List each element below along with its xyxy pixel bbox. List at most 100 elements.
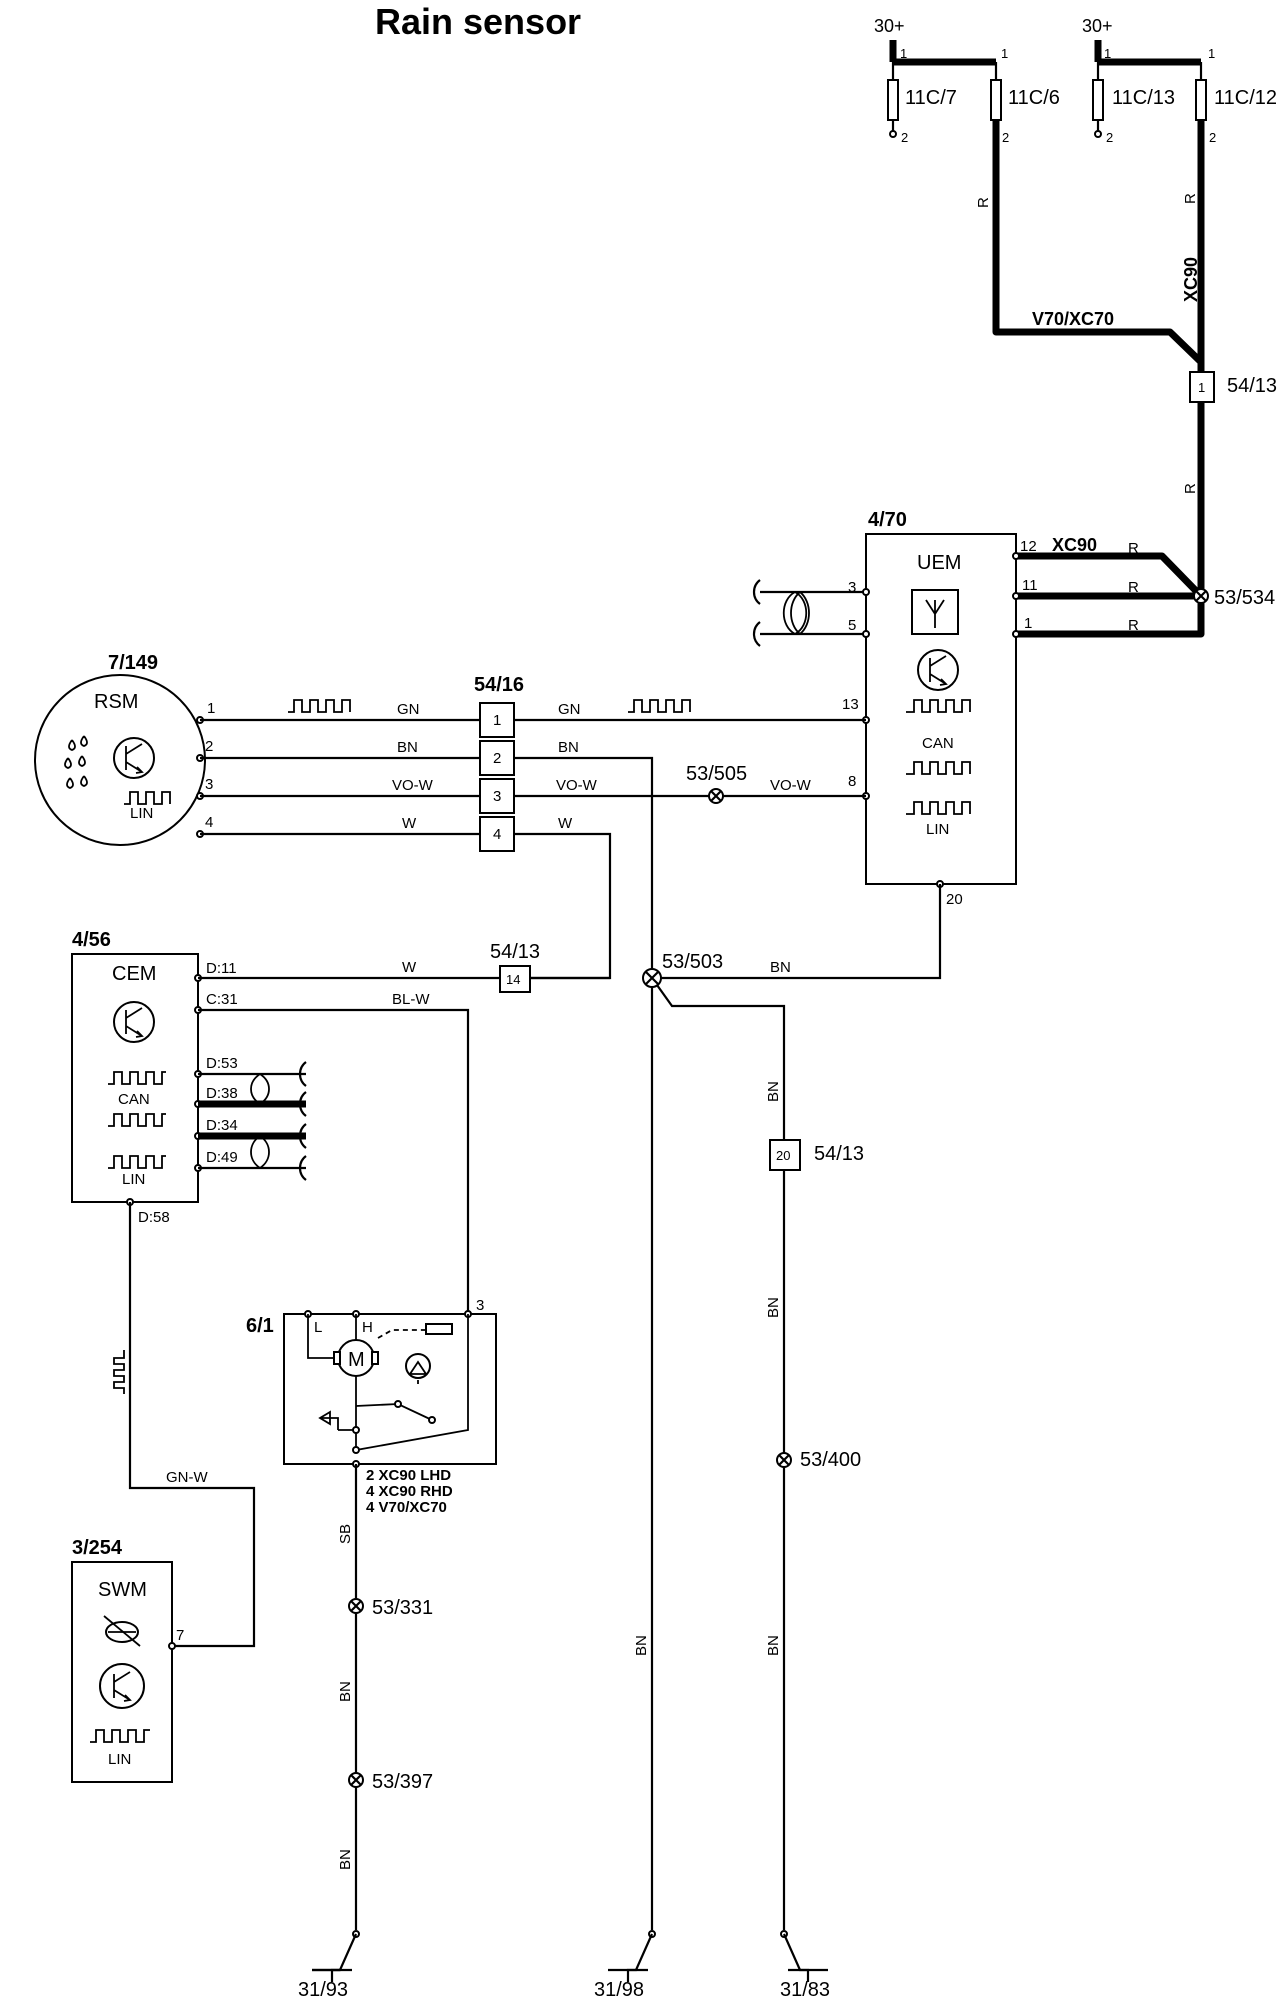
connector-54-16: 54/16 1 2 3 4 bbox=[474, 674, 524, 852]
steering-wheel-icon bbox=[103, 1615, 141, 1647]
fuse-11c13 bbox=[1092, 79, 1104, 121]
uem-transistor-icon bbox=[917, 649, 959, 691]
ground-31-98: 31/98 bbox=[594, 1930, 656, 2000]
wire-xc90-label-vert: XC90 bbox=[1181, 257, 1201, 302]
wire-vow-right: VO-W bbox=[556, 777, 598, 794]
wire-sb: SB bbox=[337, 1524, 354, 1544]
motor-ground-wire: SB BN BN bbox=[337, 1464, 358, 1930]
cem-signal-wave-3 bbox=[108, 1155, 166, 1169]
rsm-pin-2: 2 bbox=[205, 738, 213, 755]
motor-ref: 6/1 bbox=[246, 1315, 274, 1337]
swm-lin-label: LIN bbox=[108, 1751, 131, 1768]
wire-gnw: GN-W bbox=[166, 1469, 208, 1486]
uem-can-label: CAN bbox=[922, 735, 954, 752]
connector-54-13-top-pin: 1 bbox=[1198, 380, 1205, 395]
cem-pin-d58: D:58 bbox=[138, 1209, 170, 1226]
cem-swm-wire: GN-W bbox=[113, 1202, 256, 1648]
svg-text:M: M bbox=[348, 1349, 365, 1371]
cem-pin-d53: D:53 bbox=[206, 1055, 238, 1072]
module-rsm: 7/149 RSM LIN 1 2 3 4 bbox=[34, 652, 215, 846]
uem-signal-wave-1 bbox=[906, 699, 971, 713]
uem-wire-r-1: R bbox=[1128, 540, 1139, 557]
motor-symbol: M bbox=[333, 1339, 379, 1377]
module-swm: 3/254 SWM LIN 7 bbox=[71, 1537, 184, 1783]
cem-name: CEM bbox=[112, 963, 156, 985]
wire-bn-motor-b: BN bbox=[337, 1849, 354, 1870]
swm-name: SWM bbox=[98, 1579, 147, 1601]
uem-pin-12: 12 bbox=[1020, 538, 1037, 555]
connector-54-16-ref: 54/16 bbox=[474, 674, 524, 696]
connector-54-13-bot-pin: 20 bbox=[776, 1148, 790, 1163]
fuse-11c6-label: 11C/6 bbox=[1008, 87, 1060, 109]
fuse-11c13-label: 11C/13 bbox=[1112, 87, 1175, 109]
cem-pin-c31: C:31 bbox=[206, 991, 238, 1008]
motor-variant-1: 2 XC90 LHD bbox=[366, 1467, 451, 1484]
splice-53-505: 53/505 bbox=[686, 763, 747, 804]
cem-lin-label: LIN bbox=[122, 1171, 145, 1188]
swm-pin-7: 7 bbox=[176, 1627, 184, 1644]
uem-pin-5: 5 bbox=[848, 617, 856, 634]
ground-31-93: 31/93 bbox=[298, 1930, 360, 2000]
rsm-bus-wires: GN BN VO-W W bbox=[200, 699, 480, 836]
splice-53-505-label: 53/505 bbox=[686, 763, 747, 785]
uem-bus-wires: GN BN VO-W VO-W W bbox=[514, 699, 866, 1930]
swm-signal-wave bbox=[90, 1729, 150, 1743]
uem-pin-20: 20 bbox=[946, 891, 963, 908]
splice-53-331: 53/331 bbox=[348, 1597, 433, 1619]
connector-54-13-bot: 20 54/13 BN BN BN bbox=[765, 1081, 864, 1656]
motor-pin-l: L bbox=[314, 1319, 322, 1336]
fuse-11c7-label: 11C/7 bbox=[905, 87, 957, 109]
rsm-pin-3: 3 bbox=[205, 776, 213, 793]
wire-w-cem: W bbox=[402, 959, 417, 976]
connector-54-16-pin-1: 1 bbox=[493, 712, 501, 729]
uem-wire-xc90: XC90 bbox=[1052, 535, 1097, 555]
splice-53-331-label: 53/331 bbox=[372, 1597, 433, 1619]
lin-signal-wave-left bbox=[288, 699, 351, 713]
cem-signal-wave-1 bbox=[108, 1071, 166, 1085]
splice-53-503: 53/503 bbox=[642, 951, 723, 988]
ground-31-93-label: 31/93 bbox=[298, 1979, 348, 2000]
connector-54-13-top: 1 54/13 bbox=[1189, 371, 1277, 403]
wire-gn-right: GN bbox=[558, 701, 581, 718]
uem-pin-3: 3 bbox=[848, 579, 856, 596]
cem-transistor-icon bbox=[113, 1001, 155, 1043]
rsm-transistor-icon bbox=[113, 737, 155, 779]
wire-bn-gnd3-b: BN bbox=[765, 1297, 782, 1318]
cem-signal-wave-2 bbox=[108, 1113, 166, 1127]
wiper-cam-icon bbox=[405, 1353, 431, 1384]
motor-variant-3: 4 V70/XC70 bbox=[366, 1499, 447, 1516]
wire-gn-left: GN bbox=[397, 701, 420, 718]
fuse-11c6 bbox=[990, 79, 1002, 121]
uem-pin-8: 8 bbox=[848, 773, 856, 790]
cem-ref: 4/56 bbox=[72, 929, 111, 951]
swm-ref: 3/254 bbox=[72, 1537, 123, 1559]
connector-54-16-pin-4: 4 bbox=[493, 826, 501, 843]
fuse-11c7-pin2: 2 bbox=[901, 130, 908, 145]
rsm-signal-wave bbox=[124, 791, 171, 805]
splice-53-534: 53/534 bbox=[1193, 587, 1275, 609]
fuse-11c12-pin1: 1 bbox=[1208, 46, 1215, 61]
rsm-lin-label: LIN bbox=[130, 805, 153, 822]
uem-signal-wave-3 bbox=[906, 801, 971, 815]
uem-wire-r-2: R bbox=[1128, 579, 1139, 596]
wire-bn-gnd3-a: BN bbox=[765, 1081, 782, 1102]
cem-pin-d11: D:11 bbox=[206, 960, 237, 977]
swm-transistor-icon bbox=[99, 1663, 145, 1709]
fuse-11c12 bbox=[1195, 79, 1207, 121]
rsm-ref: 7/149 bbox=[108, 652, 158, 674]
fuse-11c12-pin2: 2 bbox=[1209, 130, 1216, 145]
uem-name: UEM bbox=[917, 552, 961, 574]
connector-54-13-mid-pin: 14 bbox=[506, 972, 520, 987]
ground-31-83: 31/83 bbox=[780, 1930, 830, 2000]
lin-signal-wave-right bbox=[628, 699, 691, 713]
uem-wire-r-3: R bbox=[1128, 617, 1139, 634]
splice-53-397: 53/397 bbox=[348, 1771, 433, 1793]
uem-ref: 4/70 bbox=[868, 509, 907, 531]
cem-w-wire: W 14 54/13 bbox=[198, 941, 610, 993]
cem-pin-d34: D:34 bbox=[206, 1117, 238, 1134]
rain-drops-icon bbox=[64, 735, 88, 789]
uem-signal-wave-2 bbox=[906, 761, 971, 775]
uem-pin-13: 13 bbox=[842, 696, 859, 713]
rsm-pin-4: 4 bbox=[205, 814, 213, 831]
